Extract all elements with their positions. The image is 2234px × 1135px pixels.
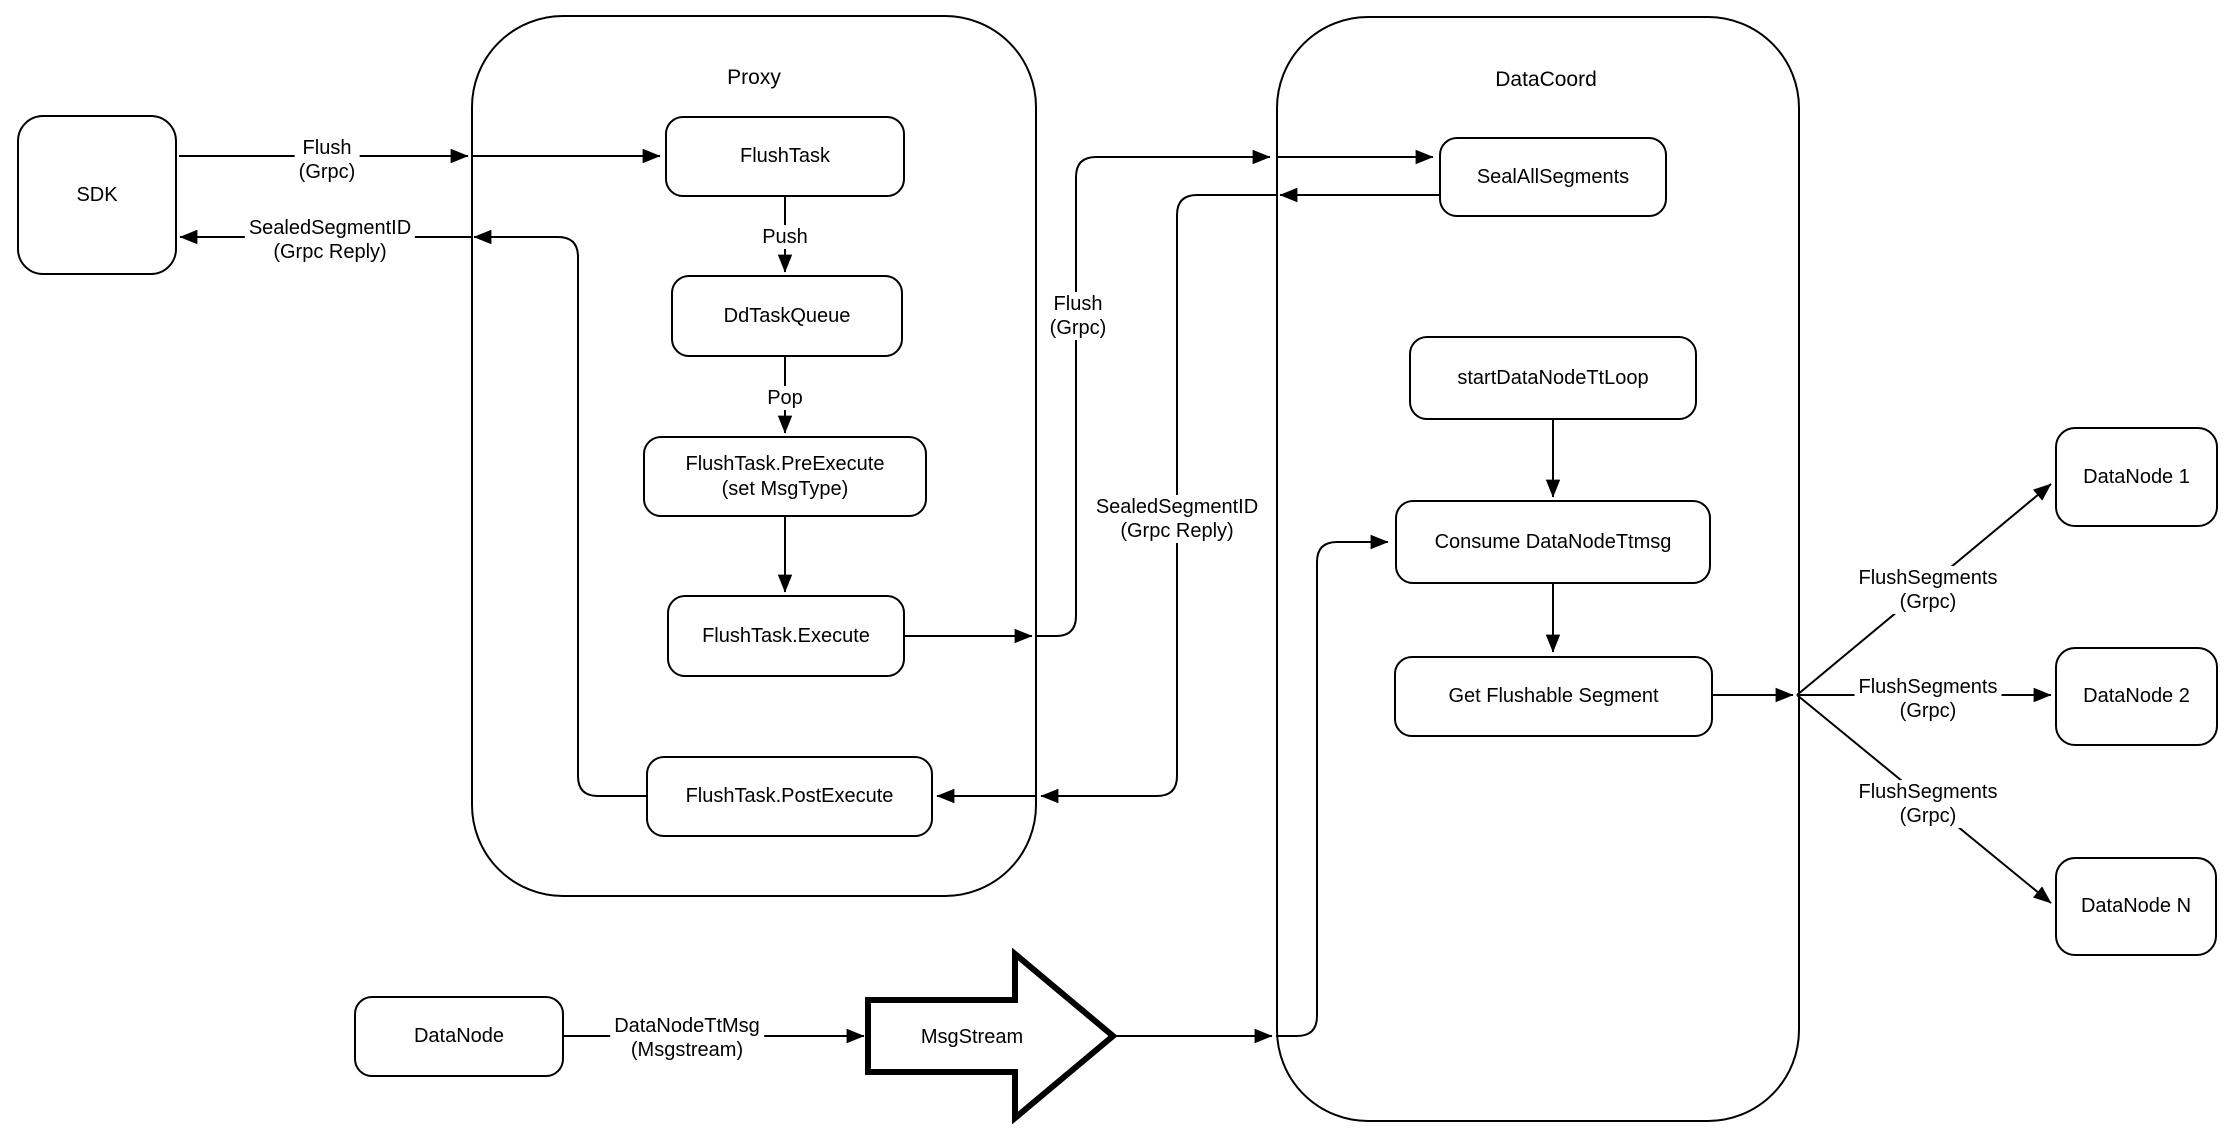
edge-label-line: Flush	[1053, 293, 1103, 315]
edge-label-pop: Pop	[763, 386, 807, 410]
node-datanode-1: DataNode 1	[2055, 427, 2218, 527]
edge-label-flush-grpc-sdk: Flush (Grpc)	[294, 136, 360, 184]
node-consume-datanodettmsg-label: Consume DataNodeTtmsg	[1434, 530, 1672, 553]
node-datanode: DataNode	[354, 996, 564, 1077]
node-postexecute: FlushTask.PostExecute	[646, 756, 933, 837]
edge-label-line: DataNodeTtMsg	[614, 1015, 760, 1037]
edge-label-line: (Grpc Reply)	[1120, 520, 1234, 542]
edge-label-line: Pop	[767, 387, 803, 409]
edge-label-sealed-reply-mid: SealedSegmentID (Grpc Reply)	[1091, 495, 1263, 543]
msgstream-arrow-shape	[865, 947, 1118, 1125]
edge-label-line: FlushSegments	[1858, 676, 1998, 698]
edge-label-line: Push	[762, 226, 808, 248]
edge-label-flush-grpc-mid: Flush (Grpc)	[1045, 292, 1111, 340]
edge-label-line: (Grpc)	[1899, 700, 1957, 722]
proxy-title: Proxy	[727, 66, 781, 89]
node-sdk-label: SDK	[76, 183, 118, 206]
edge-label-line: (Grpc)	[298, 161, 356, 183]
edge-label-push: Push	[758, 225, 812, 249]
msgstream-label: MsgStream	[920, 1026, 1024, 1048]
node-datanode-1-label: DataNode 1	[2083, 465, 2190, 488]
edge-label-line: (Grpc)	[1899, 591, 1957, 613]
edge-label-line: SealedSegmentID	[248, 217, 412, 239]
edge-msgstream-riser-to-consume	[1276, 534, 1389, 1037]
node-preexecute: FlushTask.PreExecute (set MsgType)	[643, 436, 927, 517]
node-postexecute-label: FlushTask.PostExecute	[685, 785, 894, 807]
container-datacoord	[1276, 16, 1800, 1122]
node-datanode-n-label: DataNode N	[2080, 895, 2192, 917]
edge-label-flushsegments-3: FlushSegments (Grpc)	[1854, 780, 2002, 828]
edge-label-line: (Grpc)	[1049, 317, 1107, 339]
datacoord-title: DataCoord	[1495, 68, 1597, 91]
node-get-flushable-segment: Get Flushable Segment	[1394, 656, 1713, 737]
edge-label-line: (Msgstream)	[630, 1039, 744, 1061]
node-preexecute-label-line1: FlushTask.PreExecute	[685, 452, 885, 475]
node-flushtask: FlushTask	[665, 116, 905, 197]
container-proxy	[471, 15, 1037, 897]
node-execute: FlushTask.Execute	[667, 595, 905, 677]
edge-label-line: FlushSegments	[1858, 781, 1998, 803]
node-get-flushable-segment-label: Get Flushable Segment	[1448, 685, 1659, 707]
node-startdatanodettloop: startDataNodeTtLoop	[1409, 336, 1697, 420]
edge-postexecute-to-proxy-edge	[473, 229, 646, 797]
node-datanode-2-label: DataNode 2	[2083, 685, 2190, 707]
node-datanode-2: DataNode 2	[2055, 647, 2218, 746]
node-consume-datanodettmsg: Consume DataNodeTtmsg	[1395, 500, 1711, 584]
edge-label-line: Flush	[302, 137, 352, 159]
node-sealallsegments-label: SealAllSegments	[1476, 165, 1630, 188]
node-ddtaskqueue: DdTaskQueue	[671, 275, 903, 357]
edge-flush-riser-to-datacoord	[1037, 149, 1271, 637]
node-startdatanodettloop-label: startDataNodeTtLoop	[1457, 366, 1649, 389]
edge-label-flushsegments-1: FlushSegments (Grpc)	[1854, 566, 2002, 614]
node-ddtaskqueue-label: DdTaskQueue	[723, 304, 851, 327]
node-flushtask-label: FlushTask	[739, 145, 831, 167]
node-datanode-label: DataNode	[413, 1025, 505, 1047]
edge-label-line: (Grpc Reply)	[273, 241, 387, 263]
node-sdk: SDK	[17, 115, 177, 275]
edge-label-line: FlushSegments	[1858, 567, 1998, 589]
edge-label-sealed-reply-sdk: SealedSegmentID (Grpc Reply)	[244, 216, 416, 264]
edge-label-line: (Grpc)	[1899, 805, 1957, 827]
edge-label-line: SealedSegmentID	[1095, 496, 1259, 518]
node-datanode-n: DataNode N	[2055, 857, 2217, 956]
edge-label-flushsegments-2: FlushSegments (Grpc)	[1854, 675, 2002, 723]
node-preexecute-label-line2: (set MsgType)	[721, 477, 849, 500]
node-sealallsegments: SealAllSegments	[1439, 137, 1667, 217]
node-execute-label: FlushTask.Execute	[702, 624, 870, 647]
edge-label-datanodettmsg: DataNodeTtMsg (Msgstream)	[610, 1014, 764, 1062]
